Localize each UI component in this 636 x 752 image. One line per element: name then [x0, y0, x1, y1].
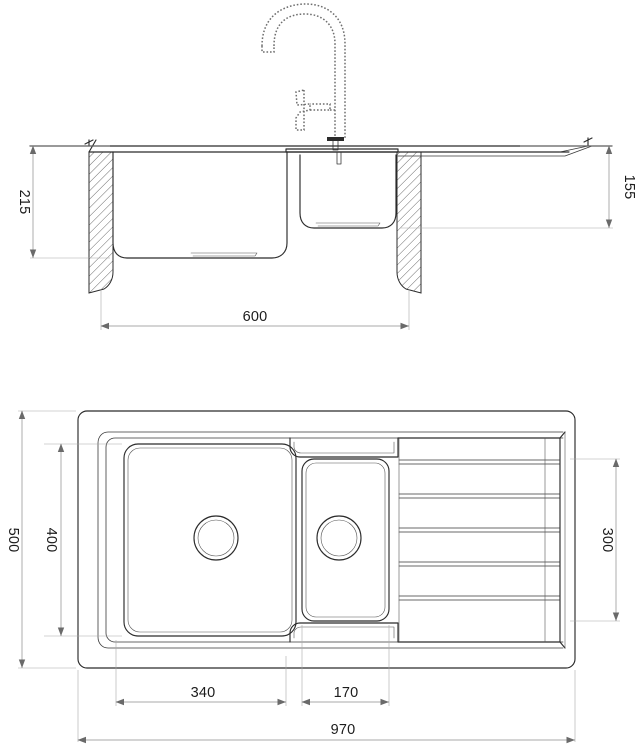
dimension-170: 170 — [301, 625, 390, 706]
dimension-label-600: 600 — [243, 309, 268, 325]
main-bowl-plan-inner — [127, 447, 293, 633]
drainer-edge-bevel — [559, 145, 589, 153]
dimension-300: 300 — [570, 458, 620, 622]
dimension-label-300: 300 — [599, 528, 615, 553]
dimension-340: 340 — [115, 640, 287, 706]
dimension-155: 155 — [400, 145, 636, 229]
sink-rim-offset-2 — [105, 437, 564, 643]
small-bowl-plan — [301, 458, 390, 622]
faucet-dashed-outline — [261, 3, 346, 151]
main-bowl-plan — [123, 443, 297, 637]
tap-ledge-plan-bottom — [289, 622, 399, 643]
sink-rim-offset-1 — [97, 431, 564, 649]
dimension-970: 970 — [77, 670, 576, 744]
drainer-ribs — [398, 459, 561, 601]
dimension-label-215: 215 — [16, 190, 32, 215]
countertop-section-left — [88, 151, 114, 294]
small-bowl-drain-recess — [315, 222, 381, 227]
sink-outer-outline — [77, 410, 576, 669]
faucet-base-plate — [327, 137, 344, 141]
main-bowl-drain — [193, 515, 239, 561]
dimension-label-970: 970 — [331, 722, 356, 738]
small-bowl-plan-inner — [305, 462, 386, 618]
waste-outlet-stub — [336, 151, 342, 165]
main-bowl-drain-recess — [190, 252, 258, 257]
dimension-label-170: 170 — [334, 685, 359, 701]
dimension-label-400: 400 — [43, 528, 59, 553]
top-plan-view: 500 400 300 340 — [5, 410, 620, 744]
countertop-section-right — [396, 151, 422, 294]
small-bowl-drain — [316, 515, 362, 561]
side-elevation-view: 215 155 600 — [16, 3, 636, 330]
dimension-label-155: 155 — [621, 175, 636, 200]
main-bowl-profile — [112, 151, 288, 259]
dimension-600: 600 — [100, 289, 410, 330]
dimension-215: 215 — [16, 145, 110, 259]
dimension-label-340: 340 — [191, 685, 216, 701]
tap-ledge-plan-top-inner — [293, 441, 395, 454]
dimension-400: 400 — [43, 443, 122, 637]
section-mark-right — [583, 137, 593, 147]
drainer-edge-taper — [397, 145, 593, 157]
drainer-top-edge — [397, 431, 566, 439]
drainer-bottom-edge — [397, 641, 566, 649]
dimension-label-500: 500 — [5, 528, 21, 553]
small-bowl-profile — [299, 154, 397, 229]
dimension-500: 500 — [5, 410, 76, 669]
tap-ledge-plan-bottom-inner — [293, 626, 395, 639]
tap-ledge-plan-top — [289, 437, 399, 458]
